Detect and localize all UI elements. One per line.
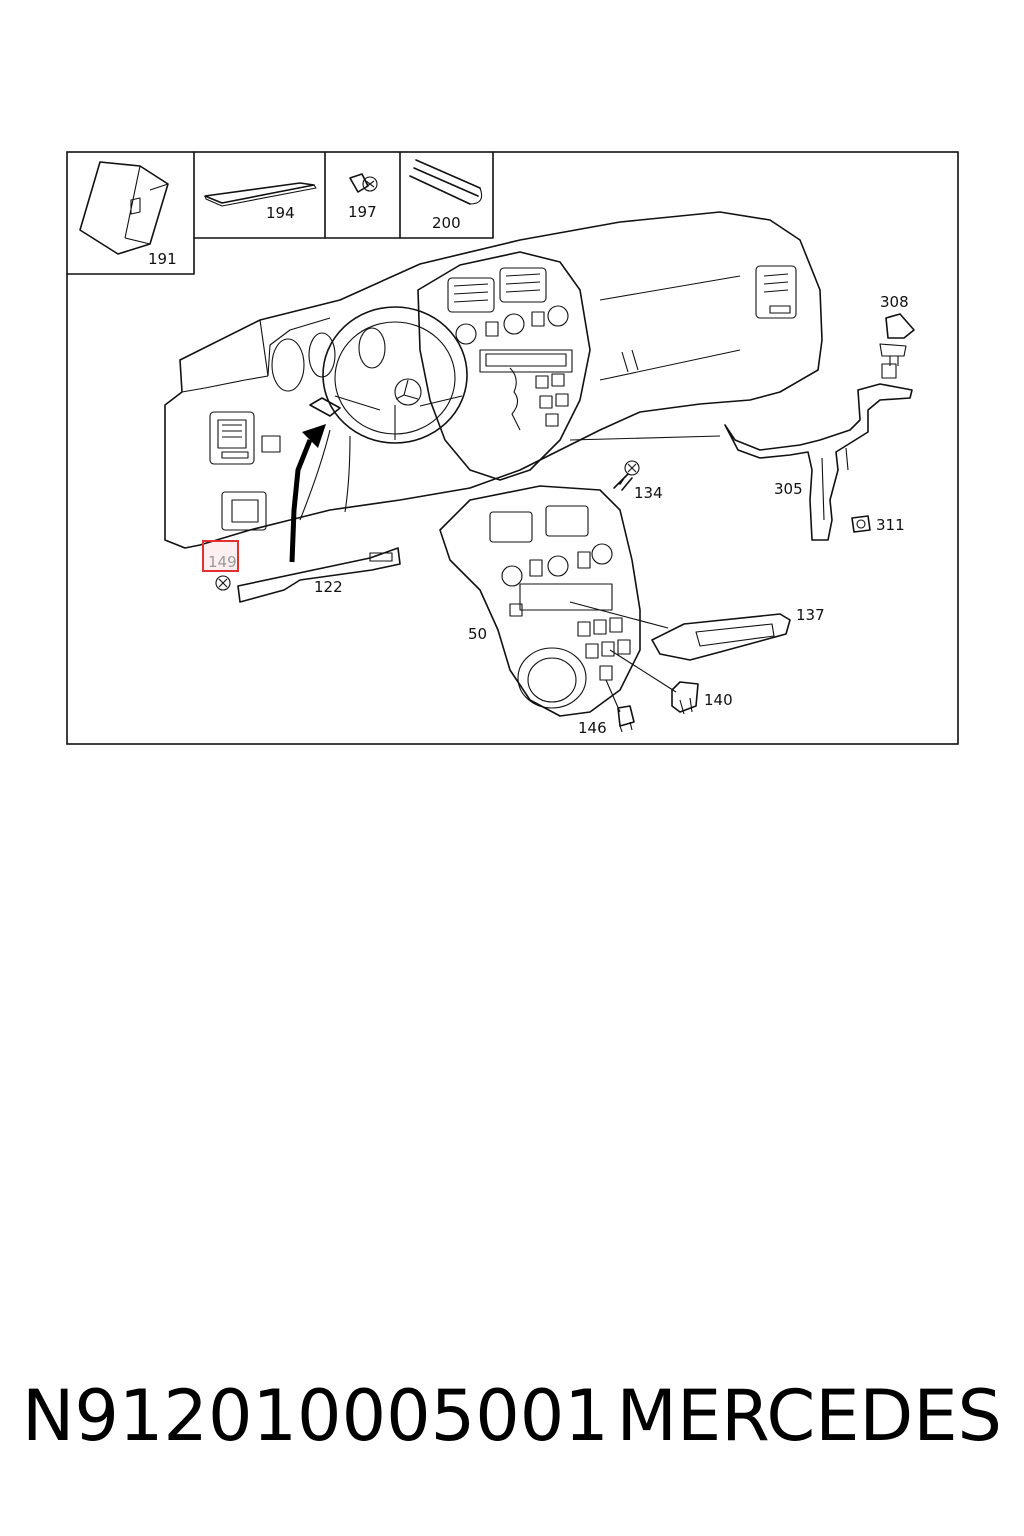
highlight-box-149 — [202, 540, 239, 572]
dashboard-outline — [164, 211, 823, 549]
callout-311: 311 — [876, 516, 905, 534]
callout-122: 122 — [314, 578, 343, 596]
callout-50: 50 — [468, 625, 487, 643]
center-panel-50 — [439, 485, 677, 717]
callout-200: 200 — [432, 214, 461, 232]
diagram-frame — [66, 151, 959, 745]
inset-box-197 — [349, 151, 401, 239]
caption-bar: N912010005001 MERCEDES — [0, 1375, 1024, 1475]
brand-name: MERCEDES — [616, 1375, 1002, 1457]
inset-box-194 — [193, 151, 494, 239]
switch-146 — [617, 705, 635, 733]
callout-137: 137 — [796, 606, 825, 624]
screw-134 — [613, 460, 640, 491]
inset-box-191 — [66, 151, 195, 275]
inset-box-200 — [409, 159, 483, 205]
pointer-arrow-head — [302, 424, 326, 448]
clip-149 — [215, 575, 231, 591]
trim-strip-122 — [237, 547, 401, 603]
callout-308: 308 — [880, 293, 909, 311]
callout-191: 191 — [148, 250, 177, 268]
tray-137 — [651, 613, 791, 661]
callout-134: 134 — [634, 484, 663, 502]
part-number: N912010005001 — [22, 1375, 609, 1457]
callout-146: 146 — [578, 719, 607, 737]
callout-197: 197 — [348, 203, 377, 221]
switch-140 — [671, 681, 699, 715]
callout-149: 149 — [208, 553, 237, 571]
parts-diagram: 191 194 197 200 308 134 305 311 122 137 … — [66, 151, 959, 745]
callout-305: 305 — [774, 480, 803, 498]
pointer-arrow — [289, 439, 313, 563]
callout-140: 140 — [704, 691, 733, 709]
bracket-305-assembly — [724, 313, 915, 541]
callout-194: 194 — [266, 204, 295, 222]
